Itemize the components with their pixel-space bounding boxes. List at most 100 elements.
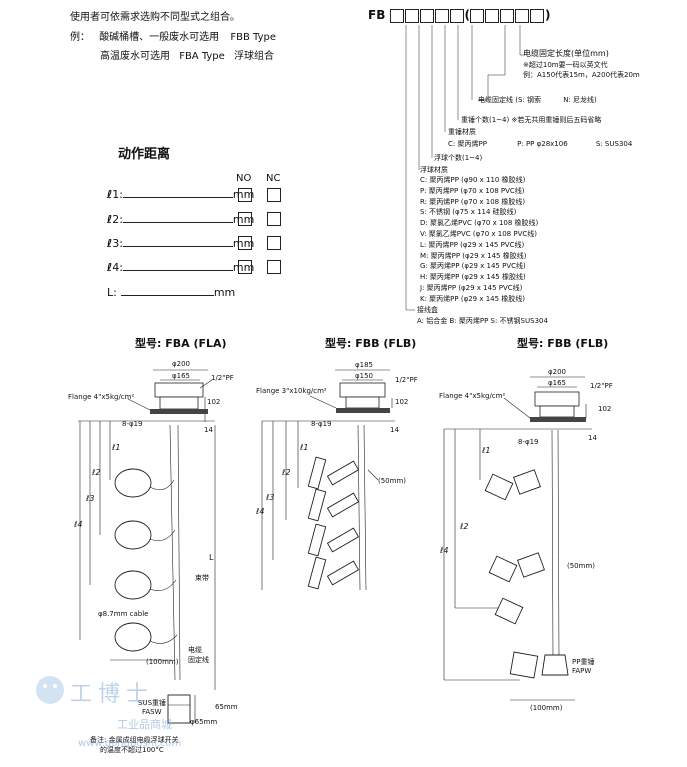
distance-row-label: 1: (112, 188, 123, 201)
material-item: G: 聚丙烯PP (φ29 x 145 PVC线) (420, 262, 526, 271)
fix-line-annotation: 电缆固定线 (S: 钢索 N: 尼龙线) (478, 95, 597, 105)
code-box (500, 8, 515, 23)
flb1-d14: 14 (390, 426, 399, 434)
flb1-d102: 102 (395, 398, 409, 406)
fba-pf: 1/2"PF (211, 374, 234, 382)
fba-title: 型号: FBA (FLA) (135, 337, 227, 350)
fba-note-2: 的温度不超过100°C (100, 746, 164, 754)
flb1-l3: ℓ3 (266, 493, 275, 502)
watermark-sub: 工业品商城 (117, 718, 172, 731)
nc-checkbox-1[interactable] (267, 188, 281, 202)
fba-l1: ℓ1 (112, 443, 121, 452)
no-header: NO (236, 173, 252, 184)
fba-fix: 电缆 (188, 646, 202, 654)
fba-d14: 14 (204, 426, 213, 434)
flb2-d102: 102 (598, 405, 612, 413)
distance-row-label: 2: (112, 213, 123, 226)
flb1-flange: Flange 3"x10kg/cm² (256, 387, 327, 395)
flb2-phi165: φ165 (548, 379, 566, 387)
l-unit: mm (213, 286, 236, 299)
code-box (485, 8, 500, 23)
flb-title-1: 型号: FBB (FLB) (325, 337, 417, 350)
flb1-l2: ℓ2 (282, 468, 291, 477)
material-item: M: 聚丙烯PP (φ29 x 145 橡胶线) (420, 251, 527, 260)
l-label: L: (107, 286, 117, 299)
weight-count-annotation: 重锤个数(1~4) ※若无共用重锤则后五码省略 (461, 116, 602, 124)
fba-cable: φ8.7mm cable (98, 610, 149, 618)
weight-material-title: 重锤材质 (448, 128, 476, 136)
weight-material-options: C: 聚丙烯PP P: PP φ28x106 S: SUS304 (448, 139, 632, 149)
flb1-phi150: φ150 (355, 372, 373, 380)
fba-phi165: φ165 (172, 372, 190, 380)
code-box (434, 8, 449, 23)
distance-input-line (122, 186, 233, 198)
code-close-paren: ) (545, 8, 551, 22)
weight-c: C: 聚丙烯PP (448, 140, 487, 148)
watermark-logo (36, 676, 64, 704)
fba-weight-1: SUS重锤 (138, 699, 167, 707)
distance-row-label: 4: (112, 261, 123, 274)
code-box (419, 8, 434, 23)
fba-L: L (209, 553, 214, 562)
flb-diagram-1 (261, 369, 395, 591)
distance-input-line (122, 211, 233, 223)
distance-row-l: L: mm (107, 284, 235, 299)
junction-options: A: 铝合金 B: 聚丙烯PP S: 不锈钢SUS304 (417, 317, 548, 325)
nc-checkbox-2[interactable] (267, 212, 281, 226)
distance-input-line (122, 235, 233, 247)
material-item: H: 聚丙烯PP (φ29 x 145 橡胶线) (420, 273, 526, 282)
material-item: P: 聚丙烯PP (φ70 x 108 PVC线) (420, 186, 525, 195)
distance-input-line (122, 259, 233, 271)
code-box (470, 8, 485, 23)
fba-d102: 102 (207, 398, 221, 406)
code-box (449, 8, 464, 23)
flb1-l4: ℓ4 (256, 507, 265, 516)
code-box (389, 8, 404, 23)
fix-line-s: 电缆固定线 (S: 钢索 (478, 96, 541, 104)
weight-s: S: SUS304 (595, 140, 633, 148)
code-open-paren: ( (464, 8, 471, 22)
no-checkbox-4[interactable] (238, 260, 252, 274)
fba-l4: ℓ4 (74, 520, 83, 529)
fba-fix-2: 固定线 (188, 656, 209, 664)
intro-line-2: 例： 酸碱桶槽、一般废水可选用 FBB Type (70, 28, 276, 43)
material-item: S: 不锈钢 (φ75 x 114 硅胶线) (420, 208, 517, 217)
watermark-brand: 工博士 (70, 682, 155, 707)
fba-d100: (100mm) (146, 658, 179, 666)
code-prefix: FB (368, 8, 386, 22)
model-code: FB () (368, 8, 551, 23)
l-input-line (120, 284, 214, 296)
no-checkbox-1[interactable] (238, 188, 252, 202)
fba-l3: ℓ3 (86, 494, 95, 503)
material-item: K: 聚丙烯PP (φ29 x 145 橡胶线) (420, 294, 526, 303)
fba-holes: 8-φ19 (122, 420, 143, 428)
flb2-phi200: φ200 (548, 368, 566, 376)
fix-line-n: N: 尼龙线) (563, 96, 597, 104)
intro-example-type: FBB Type (230, 32, 276, 43)
flb-title-2: 型号: FBB (FLB) (517, 337, 609, 350)
float-count-annotation: 浮球个数(1~4) (434, 154, 483, 162)
cable-length-note-1: ※超过10m要一码以英文代 (523, 61, 608, 69)
flb2-d100: (100mm) (530, 704, 563, 712)
flb1-pf: 1/2"PF (395, 376, 418, 384)
material-item: L: 聚丙烯PP (φ29 x 145 PVC线) (420, 240, 525, 249)
weight-p: P: PP φ28x106 (517, 140, 568, 148)
flb2-pf: 1/2"PF (590, 382, 613, 390)
nc-checkbox-3[interactable] (267, 236, 281, 250)
intro-example-text: 酸碱桶槽、一般废水可选用 (99, 32, 220, 43)
flb2-flange: Flange 4"x5kg/cm² (439, 392, 506, 400)
flb1-d50: (50mm) (378, 477, 407, 485)
fba-phi200: φ200 (172, 360, 190, 368)
nc-checkbox-4[interactable] (267, 260, 281, 274)
intro-example-label: 例： (70, 32, 90, 43)
flb2-d14: 14 (588, 434, 597, 442)
fba-flange: Flange 4"x5kg/cm² (68, 393, 135, 401)
intro-hot-text: 高温废水可选用 (100, 51, 170, 62)
no-checkbox-2[interactable] (238, 212, 252, 226)
flb-diagram-2 (443, 376, 592, 701)
fba-phi65: φ65mm (190, 718, 218, 726)
no-checkbox-3[interactable] (238, 236, 252, 250)
cable-length-note-2: 例：A150代表15m，A200代表20m (523, 71, 640, 79)
flb2-l1: ℓ1 (482, 446, 491, 455)
